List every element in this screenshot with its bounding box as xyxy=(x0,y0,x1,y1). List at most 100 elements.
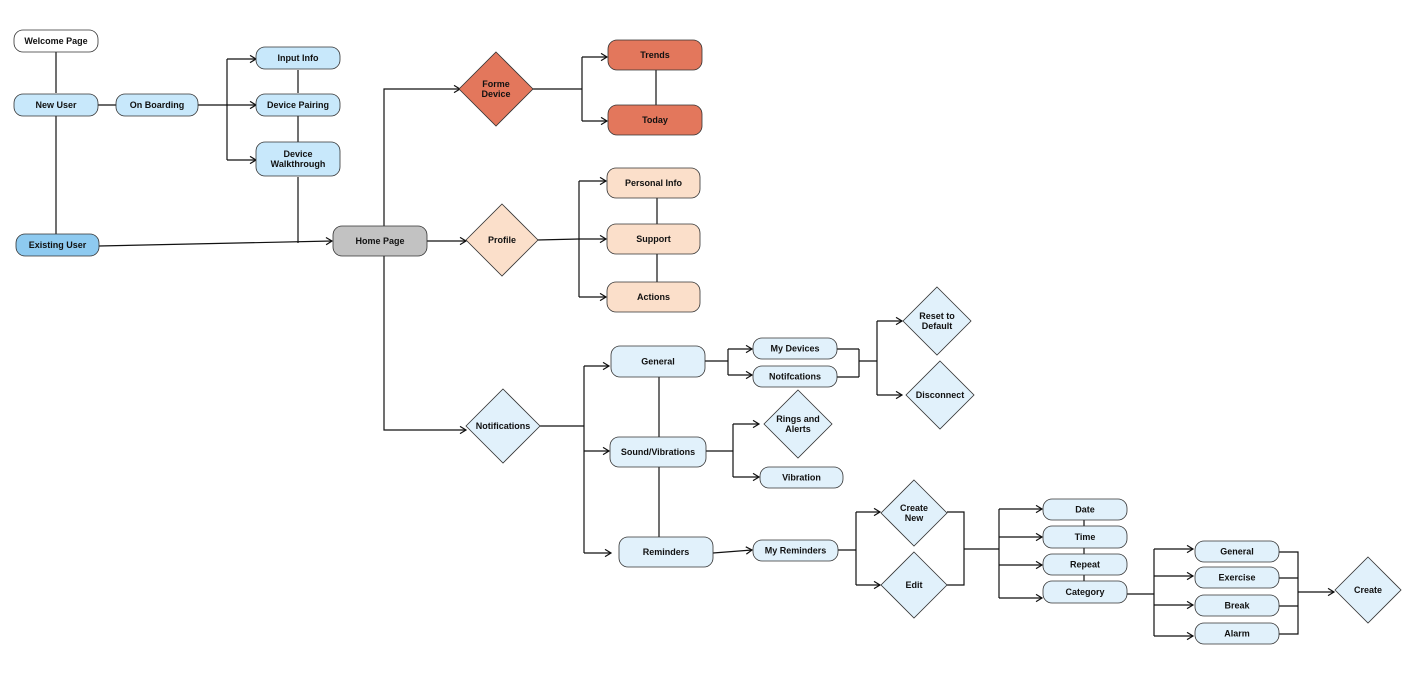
cat-break-label: Break xyxy=(1224,601,1250,611)
cat-exercise-label: Exercise xyxy=(1218,573,1255,583)
welcome-page-node[interactable]: Welcome Page xyxy=(13,29,99,53)
arrowhead xyxy=(325,236,334,246)
edit-diamond xyxy=(880,551,948,619)
cat-alarm-box xyxy=(1194,622,1280,645)
on-boarding-node[interactable]: On Boarding xyxy=(115,93,199,117)
support-node[interactable]: Support xyxy=(606,223,701,255)
sound-vibrations-node[interactable]: Sound/Vibrations xyxy=(609,436,707,468)
my-devices-node[interactable]: My Devices xyxy=(752,337,838,360)
time-label: Time xyxy=(1075,532,1096,542)
repeat-node[interactable]: Repeat xyxy=(1042,553,1128,576)
forme-device-label: Device xyxy=(481,89,510,99)
repeat-label: Repeat xyxy=(1070,560,1100,570)
my-devices-label: My Devices xyxy=(770,344,819,354)
my-reminders-box xyxy=(752,539,839,562)
cat-break-box xyxy=(1194,594,1280,617)
arrowhead xyxy=(599,234,608,244)
arrowhead xyxy=(1035,560,1044,570)
device-walkthrough-label: Walkthrough xyxy=(271,159,326,169)
trends-box xyxy=(607,39,703,71)
device-pairing-label: Device Pairing xyxy=(267,100,329,110)
arrowhead xyxy=(459,425,468,435)
general-node[interactable]: General xyxy=(610,345,706,378)
my-devices-box xyxy=(752,337,838,360)
device-walkthrough-box xyxy=(255,141,341,177)
device-pairing-node[interactable]: Device Pairing xyxy=(255,93,341,117)
repeat-box xyxy=(1042,553,1128,576)
personal-info-box xyxy=(606,167,701,199)
home-to-forme xyxy=(383,88,460,226)
cat-general-label: General xyxy=(1220,547,1254,557)
date-node[interactable]: Date xyxy=(1042,498,1128,521)
arrowhead xyxy=(602,361,611,371)
vibration-node[interactable]: Vibration xyxy=(759,466,844,489)
date-box xyxy=(1042,498,1128,521)
connector xyxy=(947,511,965,586)
personal-info-label: Personal Info xyxy=(625,178,683,188)
vibration-label: Vibration xyxy=(782,473,821,483)
existing-user-node[interactable]: Existing User xyxy=(15,233,100,257)
cat-exercise-node[interactable]: Exercise xyxy=(1194,566,1280,589)
arrowhead xyxy=(1186,600,1195,610)
reminders-node[interactable]: Reminders xyxy=(618,536,714,568)
edit-label: Edit xyxy=(906,580,923,590)
cat-break-node[interactable]: Break xyxy=(1194,594,1280,617)
rings-and-alerts-label: Rings and xyxy=(776,414,820,424)
today-box xyxy=(607,104,703,136)
disconnect-decision[interactable]: Disconnect xyxy=(905,360,975,430)
welcome-page-label: Welcome Page xyxy=(24,36,87,46)
profile-decision[interactable]: Profile xyxy=(465,203,539,277)
notifications-decision[interactable]: Notifications xyxy=(465,388,541,464)
cat-alarm-node[interactable]: Alarm xyxy=(1194,622,1280,645)
arrowhead xyxy=(745,370,754,380)
disconnect-diamond xyxy=(905,360,975,430)
notifications-diamond xyxy=(465,388,541,464)
support-label: Support xyxy=(636,234,671,244)
existing-user-to-home xyxy=(98,240,333,247)
cat-general-node[interactable]: General xyxy=(1194,540,1280,563)
arrowhead xyxy=(599,176,608,186)
category-node[interactable]: Category xyxy=(1042,580,1128,604)
reminders-box xyxy=(618,536,714,568)
date-label: Date xyxy=(1075,505,1095,515)
personal-info-node[interactable]: Personal Info xyxy=(606,167,701,199)
new-user-label: New User xyxy=(35,100,77,110)
create-decision[interactable]: Create xyxy=(1334,556,1402,624)
new-user-node[interactable]: New User xyxy=(13,93,99,117)
category-label: Category xyxy=(1065,587,1104,597)
arrowhead xyxy=(600,52,609,62)
edit-decision[interactable]: Edit xyxy=(880,551,948,619)
cat-exercise-box xyxy=(1194,566,1280,589)
notifcations-box xyxy=(752,365,838,388)
input-info-label: Input Info xyxy=(278,53,319,63)
trends-node[interactable]: Trends xyxy=(607,39,703,71)
today-label: Today xyxy=(642,115,668,125)
reset-to-default-label: Default xyxy=(922,321,953,331)
notifcations-node[interactable]: Notifcations xyxy=(752,365,838,388)
arrowhead xyxy=(602,446,611,456)
home-page-node[interactable]: Home Page xyxy=(332,225,428,257)
existing-user-box xyxy=(15,233,100,257)
time-node[interactable]: Time xyxy=(1042,525,1128,549)
arrowhead xyxy=(752,472,761,482)
today-node[interactable]: Today xyxy=(607,104,703,136)
new-user-box xyxy=(13,93,99,117)
create-diamond xyxy=(1334,556,1402,624)
input-info-node[interactable]: Input Info xyxy=(255,46,341,70)
reminders-label: Reminders xyxy=(643,547,690,557)
on-boarding-label: On Boarding xyxy=(130,100,185,110)
input-info-box xyxy=(255,46,341,70)
my-reminders-node[interactable]: My Reminders xyxy=(752,539,839,562)
vibration-box xyxy=(759,466,844,489)
actions-box xyxy=(606,281,701,313)
arrowhead xyxy=(600,116,609,126)
actions-node[interactable]: Actions xyxy=(606,281,701,313)
arrowhead xyxy=(459,236,468,246)
arrowhead xyxy=(895,390,904,400)
